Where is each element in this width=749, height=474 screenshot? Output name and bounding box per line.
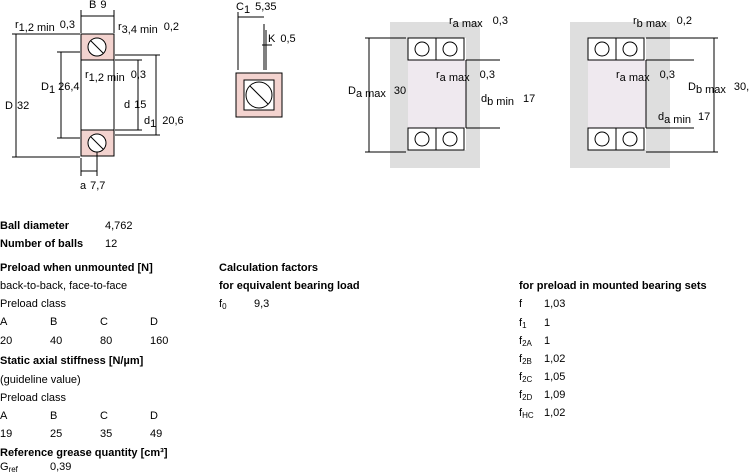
f0-value: 9,3	[254, 298, 270, 310]
mounted-f1-value: 1	[544, 317, 551, 329]
preload-heading: Preload when unmounted [N]	[0, 262, 153, 274]
stiffness-class-b: B	[50, 410, 58, 422]
stiffness-value-b: 25	[50, 428, 63, 440]
stiffness-class-label: Preload class	[0, 392, 67, 404]
mounted-fhc-value: 1,02	[544, 407, 566, 419]
preload-arrangement: back-to-back, face-to-face	[0, 280, 128, 292]
preload-value-c: 80	[100, 335, 113, 347]
stiffness-value-d: 49	[150, 428, 163, 440]
preload-class-a: A	[0, 316, 8, 328]
number-of-balls-value: 12	[105, 238, 118, 250]
mounted-fhc-symbol: fHC	[519, 407, 534, 420]
preload-value-d: 160	[150, 335, 169, 347]
mounting-b-drawing	[570, 22, 718, 168]
mounting-a-drawing	[365, 22, 500, 168]
grease-value: 0,39	[50, 461, 72, 473]
stiffness-class-a: A	[0, 410, 8, 422]
stiffness-heading: Static axial stiffness [N/µm]	[0, 355, 144, 367]
mounted-f1-symbol: f1	[519, 317, 527, 330]
mounted-f2b-value: 1,02	[544, 353, 566, 365]
preload-class-d: D	[150, 316, 158, 328]
preload-class-label: Preload class	[0, 298, 67, 310]
stiffness-class-c: C	[100, 410, 108, 422]
mounted-f-value: 1,03	[544, 298, 566, 310]
mounted-f2a-value: 1	[544, 335, 551, 347]
mounted-f2d-value: 1,09	[544, 389, 566, 401]
preload-class-c: C	[100, 316, 108, 328]
mounted-f2a-symbol: f2A	[519, 335, 532, 348]
preload-class-b: B	[50, 316, 58, 328]
stiffness-value-a: 19	[0, 428, 13, 440]
mounted-f2c-value: 1,05	[544, 371, 566, 383]
f0-symbol: f0	[219, 298, 227, 311]
preload-value-b: 40	[50, 335, 63, 347]
number-of-balls-label: Number of balls	[0, 238, 84, 250]
mounted-f2b-symbol: f2B	[519, 353, 532, 366]
mounted-f-symbol: f	[519, 298, 523, 310]
bearing-section-drawing	[12, 10, 160, 176]
stiffness-value-c: 35	[100, 428, 113, 440]
ball-diameter-label: Ball diameter	[0, 220, 70, 232]
contact-detail-drawing	[235, 12, 283, 118]
stiffness-class-d: D	[150, 410, 158, 422]
calc-heading: Calculation factors	[219, 262, 319, 274]
grease-heading: Reference grease quantity [cm³]	[0, 447, 168, 459]
mounted-heading: for preload in mounted bearing sets	[519, 280, 707, 292]
grease-symbol: Gref	[0, 461, 18, 474]
mounted-f2d-symbol: f2D	[519, 389, 533, 402]
calc-subheading: for equivalent bearing load	[219, 280, 360, 292]
stiffness-note: (guideline value)	[0, 374, 81, 386]
preload-value-a: 20	[0, 335, 13, 347]
ball-diameter-value: 4,762	[105, 220, 133, 232]
mounted-f2c-symbol: f2C	[519, 371, 533, 384]
